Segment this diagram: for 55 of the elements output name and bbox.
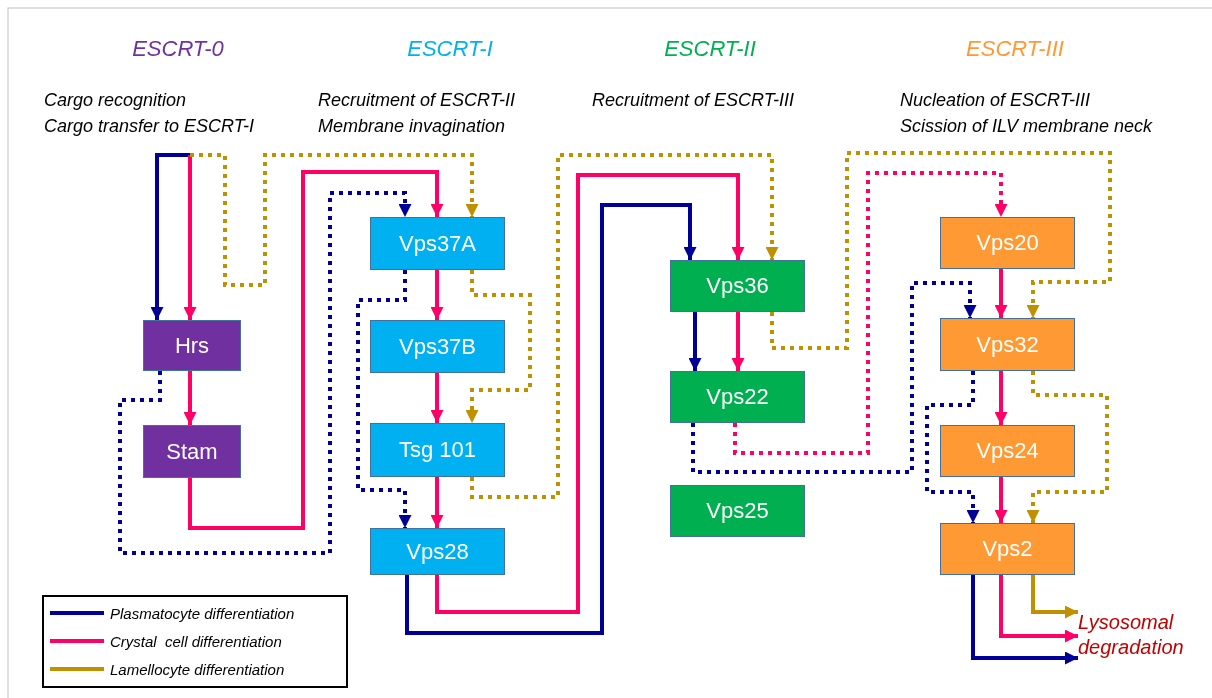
arrow (770, 151, 1112, 350)
protein-box: Vps25 (670, 485, 805, 537)
arrow (183, 155, 197, 320)
protein-box: Vps20 (940, 217, 1075, 269)
protein-box: Vps22 (670, 371, 805, 423)
arrow (691, 281, 977, 474)
protein-box: Vps28 (370, 528, 505, 575)
outcome-label: Lysosomal degradation (1078, 604, 1204, 666)
arrow (733, 171, 1008, 455)
arrow (994, 269, 1008, 318)
group-heading: ESCRT-III (965, 36, 1065, 62)
arrow (994, 371, 1008, 425)
function-note: Cargo recognition (44, 90, 187, 111)
arrow (118, 191, 412, 555)
protein-box: Vps32 (940, 318, 1075, 371)
protein-box: Hrs (143, 320, 241, 371)
arrow (405, 203, 697, 635)
protein-box: Tsg 101 (370, 423, 505, 477)
arrow (430, 477, 444, 528)
arrow (183, 371, 197, 425)
arrow (430, 270, 444, 320)
group-heading: ESCRT-I (406, 36, 494, 62)
arrow (994, 477, 1008, 523)
group-heading: ESCRT-II (663, 36, 757, 62)
arrow (999, 575, 1078, 643)
function-note: Scission of ILV membrane neck (900, 116, 1153, 137)
legend-label: Crystal cell differentiation (110, 632, 282, 650)
arrow (435, 173, 745, 614)
protein-box: Vps36 (670, 260, 805, 312)
legend-label: Lamellocyte differentiation (110, 660, 285, 678)
function-note: Cargo transfer to ESCRT-I (44, 116, 255, 137)
function-note: Membrane invagination (318, 116, 506, 137)
protein-box: Vps37A (370, 217, 505, 270)
function-note: Recruitment of ESCRT-II (318, 90, 516, 111)
protein-box: Vps37B (370, 320, 505, 373)
arrow (150, 153, 190, 320)
arrow (356, 270, 412, 528)
function-note: Nucleation of ESCRT-III (900, 90, 1091, 111)
function-note: Recruitment of ESCRT-III (592, 90, 795, 111)
arrow (971, 575, 1078, 665)
arrow (188, 170, 444, 530)
arrow (1026, 371, 1109, 523)
protein-box: Vps2 (940, 523, 1075, 575)
protein-box: Vps24 (940, 425, 1075, 477)
arrow (190, 153, 479, 287)
group-heading: ESCRT-0 (131, 36, 225, 62)
arrow (731, 312, 745, 371)
arrow (1031, 575, 1078, 619)
arrow (465, 270, 532, 423)
protein-box: Stam (143, 425, 241, 478)
legend-label: Plasmatocyte differentiation (110, 604, 295, 622)
arrow (925, 371, 980, 523)
arrow (688, 312, 702, 371)
arrow (430, 373, 444, 423)
arrow (470, 153, 779, 499)
